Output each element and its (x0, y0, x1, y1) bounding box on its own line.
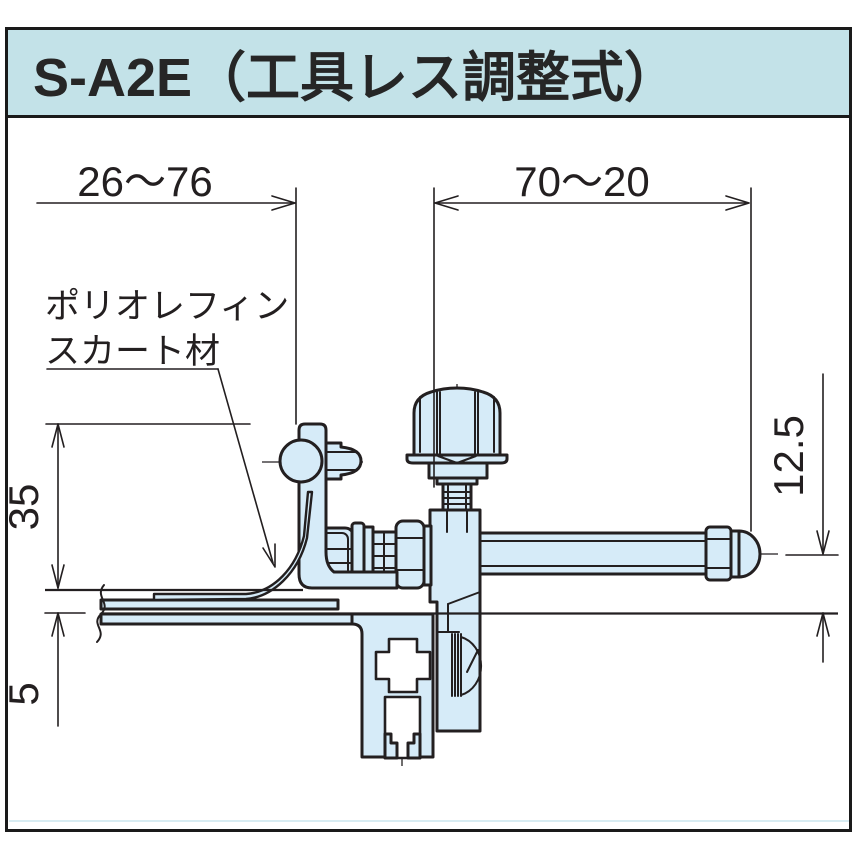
header-bar: S-A2E（工具レス調整式） (8, 30, 849, 118)
knob-collar (427, 461, 489, 480)
dim-label-70-20: 70～20 (514, 158, 649, 205)
skirt-material-callout: ポリオレフィン スカート材 (45, 287, 289, 568)
bolt-nut (394, 519, 426, 590)
skirt-deck-plate (99, 598, 340, 611)
dimension-right-range: 70～20 (433, 158, 752, 532)
l-bracket (278, 422, 399, 590)
clamp-body (428, 508, 483, 733)
dim-label-35: 35 (0, 484, 47, 531)
rod-end-nut (704, 525, 733, 582)
page-title: S-A2E（工具レス調整式） (33, 48, 679, 108)
rod-dome-cap (737, 529, 762, 579)
skirt-label-line1: ポリオレフィン (45, 287, 289, 326)
dimension-height-35: 35 (0, 423, 251, 589)
bracket-screw-head (278, 438, 324, 484)
dimension-left-range: 26～76 (36, 158, 297, 425)
rail-profile (350, 612, 435, 760)
knob-flange (405, 453, 509, 465)
adjusting-rod (478, 525, 762, 582)
dim-label-26-76: 26～76 (77, 158, 212, 205)
dim-label-5: 5 (0, 682, 47, 705)
rail-hook-left (383, 732, 399, 760)
glass-panel-plate (99, 612, 354, 626)
clamp-plunger (451, 633, 483, 697)
dimension-thickness-5: 5 (0, 612, 86, 727)
rail-screw-channel-hole (374, 637, 432, 694)
bracket-hex-nut (324, 441, 363, 481)
dimension-offset-12-5: 12.5 (765, 373, 839, 663)
adjustment-knob (405, 386, 509, 512)
skirt-label-line2: スカート材 (45, 332, 220, 371)
bolt-washer-2 (422, 524, 433, 587)
dim-label-12-5: 12.5 (765, 415, 812, 497)
polyolefin-skirt (152, 490, 314, 602)
rail-hook-right (406, 732, 422, 760)
